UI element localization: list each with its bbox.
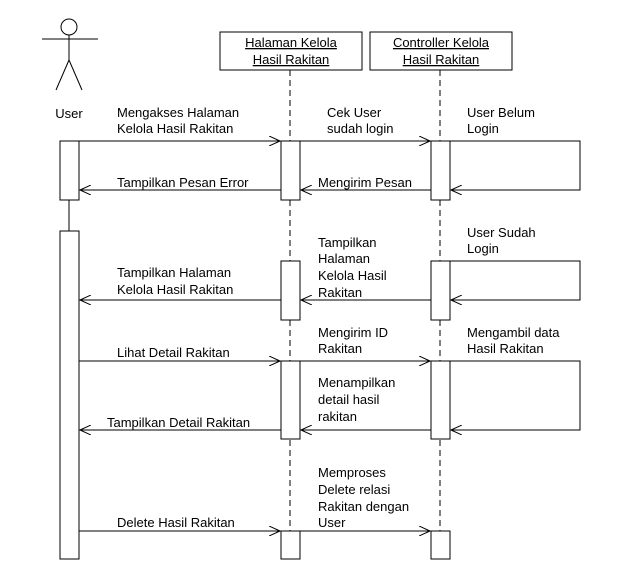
controller-activation-1: [430, 140, 451, 201]
msg-tampilkan-detail-label: Tampilkan Detail Rakitan: [107, 415, 250, 430]
msg-user-sudah-login-line2: Login: [467, 241, 499, 256]
msg-menampilkan-detail-line3: rakitan: [318, 409, 357, 424]
msg-tampilkan-halaman-ctrl-line3: Kelola Hasil: [318, 268, 387, 283]
halaman-participant-line2: Hasil Rakitan: [253, 52, 330, 67]
msg-akses-halaman-line2: Kelola Hasil Rakitan: [117, 121, 233, 136]
msg-user-belum-login-line1: User Belum: [467, 105, 535, 120]
halaman-activation-3: [280, 360, 301, 440]
msg-mengirim-pesan-label: Mengirim Pesan: [318, 175, 412, 190]
halaman-activation-4: [280, 530, 301, 560]
msg-mengambil-data-line1: Mengambil data: [467, 325, 560, 340]
controller-participant-line2: Hasil Rakitan: [403, 52, 480, 67]
msg-memproses-delete-line3: Rakitan dengan: [318, 499, 409, 514]
msg-tampilkan-halaman-user-line2: Kelola Hasil Rakitan: [117, 282, 233, 297]
msg-user-belum-login-arrow: [450, 140, 581, 190]
msg-menampilkan-detail-line1: Menampilkan: [318, 375, 395, 390]
msg-delete-hasil-label: Delete Hasil Rakitan: [117, 515, 235, 530]
msg-menampilkan-detail-line2: detail hasil: [318, 392, 380, 407]
msg-mengirim-id-line1: Mengirim ID: [318, 325, 388, 340]
msg-tampilkan-halaman-ctrl-line1: Tampilkan: [318, 235, 377, 250]
msg-memproses-delete-line4: User: [318, 515, 346, 530]
msg-cek-user-line2: sudah login: [327, 121, 394, 136]
msg-user-belum-login-line2: Login: [467, 121, 499, 136]
controller-activation-3: [430, 360, 451, 440]
halaman-activation-2: [280, 260, 301, 321]
msg-cek-user-line1: Cek User: [327, 105, 382, 120]
msg-user-sudah-login-line1: User Sudah: [467, 225, 536, 240]
msg-pesan-error-label: Tampilkan Pesan Error: [117, 175, 249, 190]
msg-mengirim-id-line2: Rakitan: [318, 341, 362, 356]
user-actor-icon: [42, 18, 98, 91]
msg-user-sudah-login-arrow: [450, 260, 581, 300]
user-activation-1: [59, 140, 80, 201]
controller-activation-2: [430, 260, 451, 321]
msg-memproses-delete-line2: Delete relasi: [318, 482, 390, 497]
msg-mengambil-data-arrow: [450, 360, 581, 430]
msg-lihat-detail-label: Lihat Detail Rakitan: [117, 345, 230, 360]
msg-tampilkan-halaman-ctrl-line4: Rakitan: [318, 285, 362, 300]
msg-mengambil-data-line2: Hasil Rakitan: [467, 341, 544, 356]
msg-tampilkan-halaman-user-line1: Tampilkan Halaman: [117, 265, 231, 280]
halaman-activation-1: [280, 140, 301, 201]
user-actor-label: User: [55, 106, 83, 121]
controller-participant: Controller Kelola Hasil Rakitan: [369, 31, 513, 71]
controller-activation-4: [430, 530, 451, 560]
msg-akses-halaman-line1: Mengakses Halaman: [117, 105, 239, 120]
halaman-participant-line1: Halaman Kelola: [245, 35, 338, 50]
msg-memproses-delete-line1: Memproses: [318, 465, 386, 480]
halaman-participant: Halaman Kelola Hasil Rakitan: [219, 31, 363, 71]
controller-participant-line1: Controller Kelola: [393, 35, 490, 50]
msg-tampilkan-halaman-ctrl-line2: Halaman: [318, 251, 370, 266]
user-activation-2: [59, 230, 80, 560]
